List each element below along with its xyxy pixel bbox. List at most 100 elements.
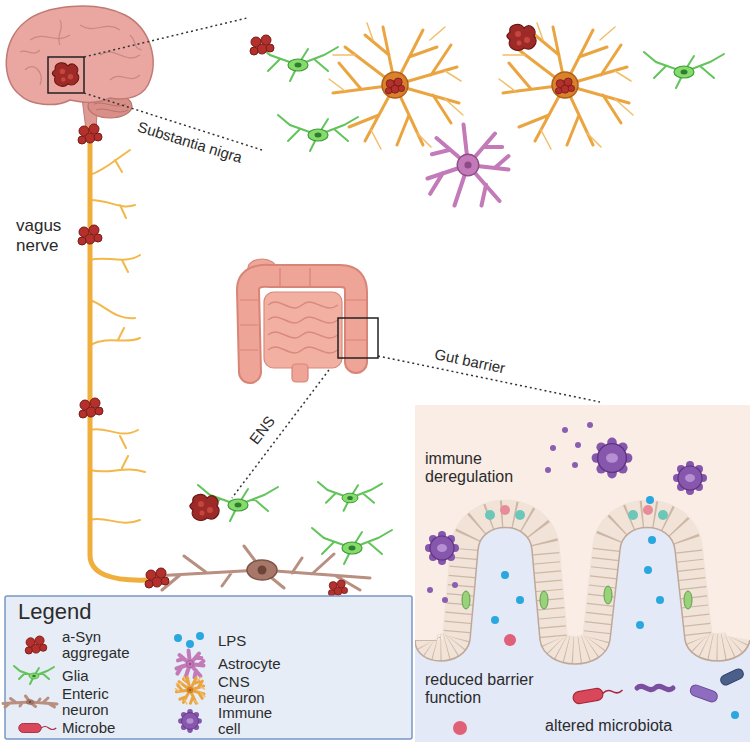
brain [6,6,153,104]
brain [6,6,153,130]
panel-text: immune deregulation [425,450,540,487]
cns-zoom [329,23,463,149]
cytokine-dot [587,422,593,428]
lps-dot [644,566,652,574]
ens-zoom [318,482,382,511]
cytokine-dot [572,462,578,468]
cns-zoom [644,52,724,88]
ens-zoom [190,495,219,521]
legend-text: Enteric neuron [62,685,109,718]
legend-text: Immune cell [218,704,272,737]
cns-zoom [250,23,724,206]
lps-dot [648,536,656,544]
legend-entry: Enteric neuron [62,686,142,718]
gut-barrier-illustration [572,684,623,705]
panel-text: reduced barrier function [425,671,550,708]
microbe [689,684,719,704]
zoom-box [48,57,84,93]
brain [94,103,128,112]
legend-text: CNS neuron [218,673,265,706]
vagus-nerve [90,128,148,580]
legend-text: Astrocyte [218,655,281,672]
lps-dot [646,496,654,504]
intestine [292,364,308,382]
vagus-nerve [78,124,102,144]
legend-box [178,709,202,733]
lps-dot [491,616,499,624]
legend-entry: CNS neuron [218,674,288,706]
lps-dot [501,571,509,579]
gut-barrier-illustration [425,531,459,565]
lps-dot [656,596,664,604]
legend-entry: a-Syn aggregate [62,629,142,661]
ens-zoom [328,580,347,596]
microbe [637,686,673,689]
gut-barrier-illustration [684,591,692,609]
gut-barrier-illustration [415,528,750,665]
gut-barrier-illustration [415,405,750,742]
intestine [268,302,338,353]
gut-barrier-illustration [628,510,638,520]
blood-cell [453,721,467,735]
blood-cell [504,634,516,646]
cns-zoom [499,23,633,149]
vagus-nerve [78,124,148,580]
intestine [240,259,378,382]
cns-zoom [278,115,358,151]
gut-barrier-panel: immune deregulation reduced barrier funct… [415,405,750,742]
zoom-label: Gut barrier [433,345,507,376]
cytokine-dot [427,422,593,603]
legend-box [3,696,57,707]
gut-barrier-illustration [462,591,470,609]
lps-dot [636,621,644,629]
gut-barrier-illustration [415,528,750,742]
cytokine-dot [452,582,458,588]
region-label: Substantia nigra [136,118,245,166]
legend-box [19,724,57,733]
legend-entry: Microbe [62,720,115,736]
legend-entry: Immune cell [218,705,288,737]
legend-box [5,596,412,739]
cytokine-dot [545,467,551,473]
legend-text: LPS [218,632,246,649]
intestine [264,292,342,368]
cytokine-dot [550,445,556,451]
panel-text: altered microbiota [545,717,672,735]
microbe [719,667,745,686]
lps-dot [174,632,204,648]
gut-barrier-illustration [415,405,750,742]
lps-dot [196,632,204,640]
cns-zoom [507,25,536,51]
vagus-nerve [79,398,103,418]
legend-box [175,676,204,704]
brain [52,63,78,86]
legend-box [25,636,47,654]
ens-zoom [145,482,392,596]
zoom-box [338,318,378,358]
gut-barrier-illustration [673,461,707,495]
legend-text: a-Syn aggregate [62,628,130,661]
cytokine-dot [427,587,433,593]
cns-zoom [385,78,404,94]
legend-box [3,596,412,739]
nerve-label: vagus nerve [16,216,78,255]
legend-text: Glia [62,667,89,684]
cns-zoom [428,125,509,206]
legend-entry: Astrocyte [218,656,281,672]
gut-barrier-illustration [515,510,525,520]
gut-barrier-illustration [485,510,495,520]
vagus-nerve [78,225,102,245]
zoom-line [84,18,247,57]
lps-dot [516,596,524,604]
legend-box [14,666,54,684]
gut-barrier-illustration [540,591,548,609]
legend-entry: LPS [218,633,246,649]
lps-dot [186,640,194,648]
legend-title: Legend [18,599,91,624]
legend-text: Microbe [62,719,115,736]
gut-barrier-illustration [415,528,750,665]
ens-zoom [312,528,392,564]
cytokine-dot [575,442,581,448]
